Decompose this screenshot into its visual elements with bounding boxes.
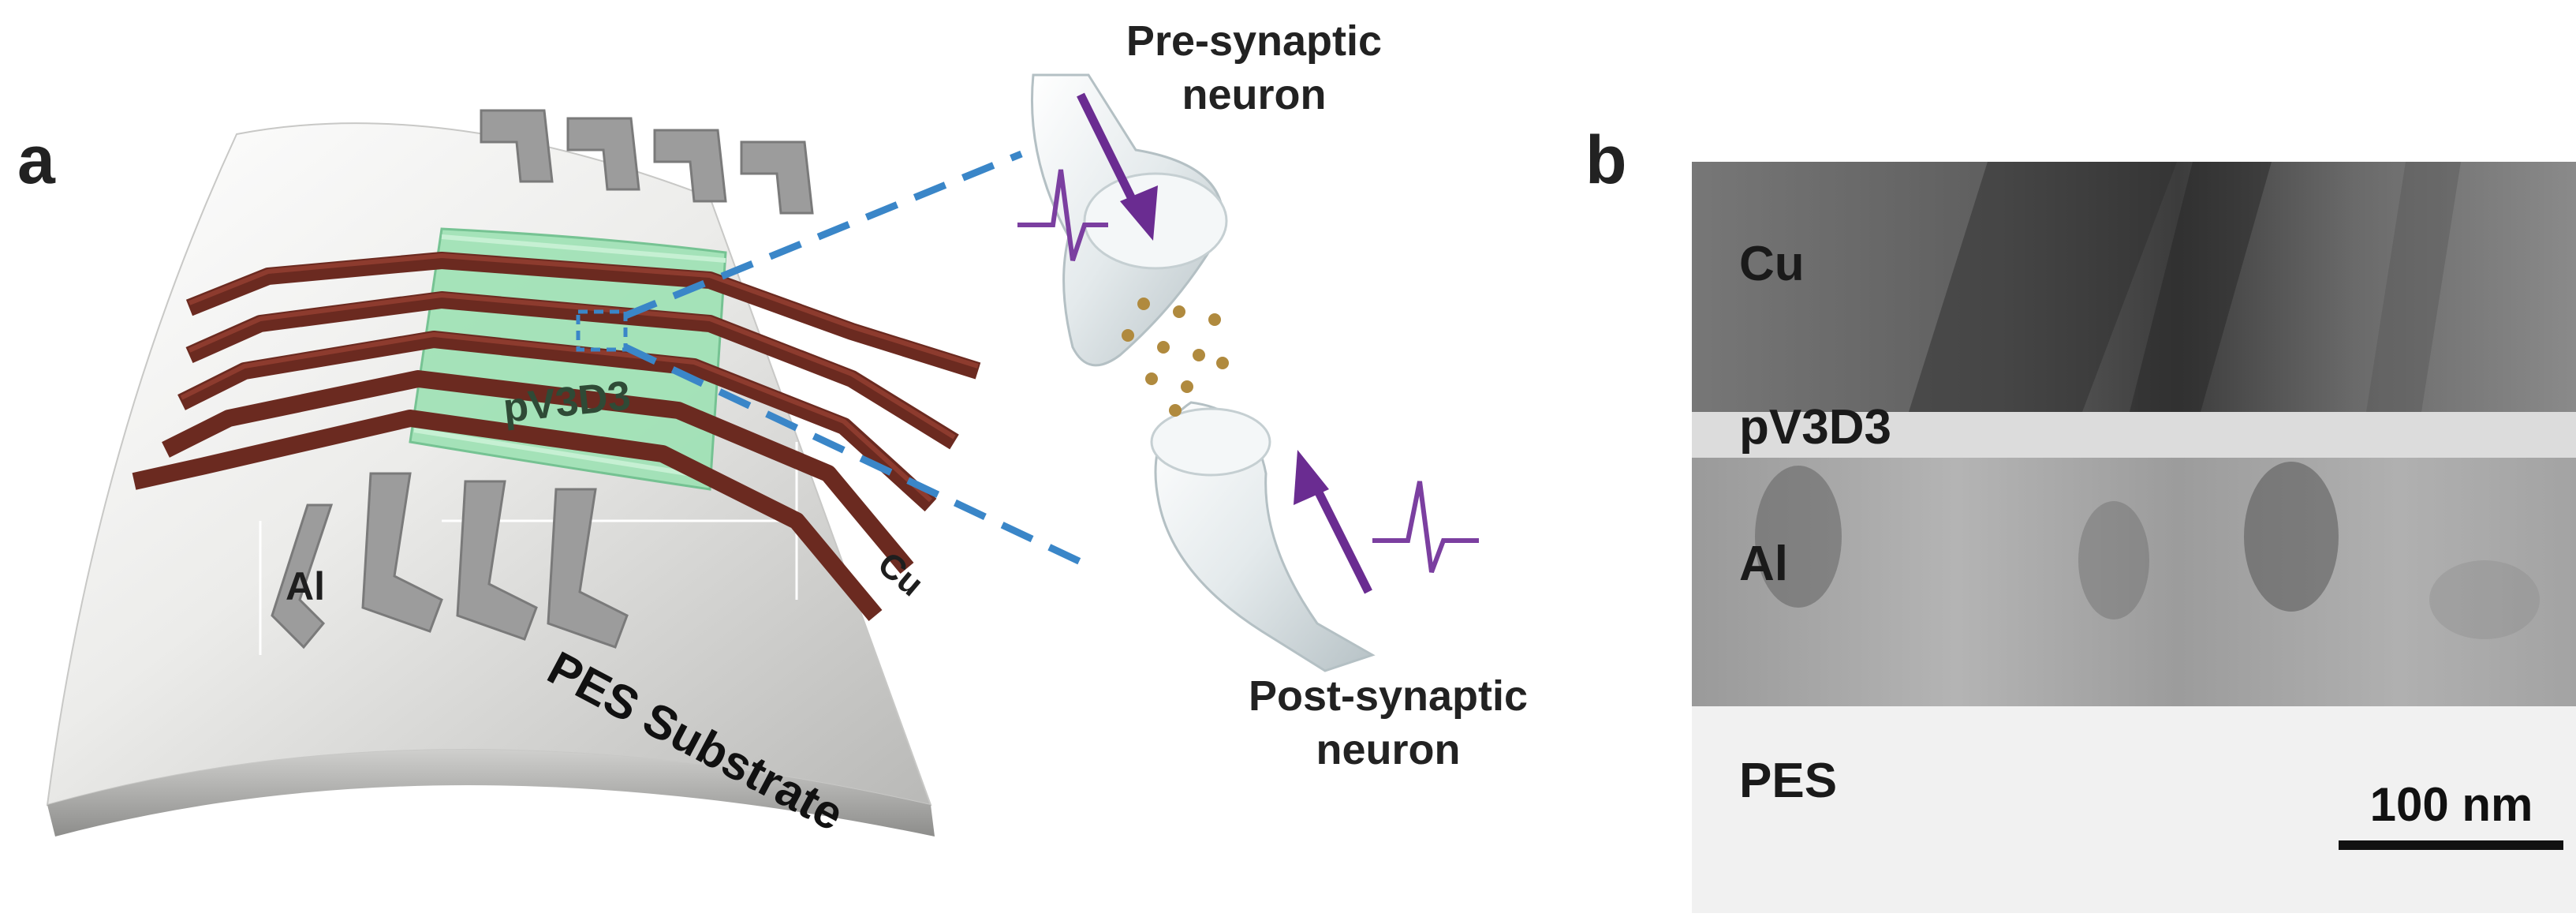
panel-b-letter: b [1585,122,1627,198]
post-synaptic-label-1: Post-synaptic [1249,672,1528,720]
pes-layer [1692,706,2576,913]
post-spike-icon [1372,481,1479,574]
al-electrodes [271,109,814,649]
post-arrow-head [1294,450,1329,505]
pre-arrow-head [1120,185,1158,241]
pre-spike-icon [1017,169,1108,261]
pre-arrow-shaft [1077,92,1140,209]
scale-bar-label: 100 nm [2370,778,2533,831]
zoom-indicator [576,150,1082,566]
pv3d3-layer-label: pV3D3 [1739,400,1891,455]
cu-electrodes [132,252,981,622]
panel-b: b Cu pV3D3 Al PES 100 nm [1585,122,2576,913]
cu-electrode-highlights [180,253,979,503]
zoom-box [576,309,628,352]
zoom-dash-lower [624,343,1082,566]
panel-a: a [17,17,1528,841]
al-layer [1692,458,2576,706]
signal-arrows [1077,92,1372,594]
neurotransmitter-vesicles [1122,298,1229,417]
pre-synaptic-neuron [1030,73,1228,367]
pre-synaptic-label-2: neuron [1182,71,1327,118]
scale-bar [2339,840,2563,850]
pre-synaptic-label-1: Pre-synaptic [1126,17,1382,65]
post-arrow-shaft [1309,479,1372,594]
panel-a-letter: a [17,122,56,198]
post-synaptic-neuron [1150,401,1376,672]
zoom-dash-upper [624,150,1023,320]
cu-label: Cu [871,545,931,604]
cu-layer-label: Cu [1739,237,1805,291]
pes-layer-label: PES [1739,754,1837,808]
post-synaptic-label-2: neuron [1316,726,1461,773]
al-label: Al [286,564,325,608]
pv3d3-film [1692,412,2576,458]
al-layer-label: Al [1739,537,1788,591]
tem-image [1692,162,2576,913]
